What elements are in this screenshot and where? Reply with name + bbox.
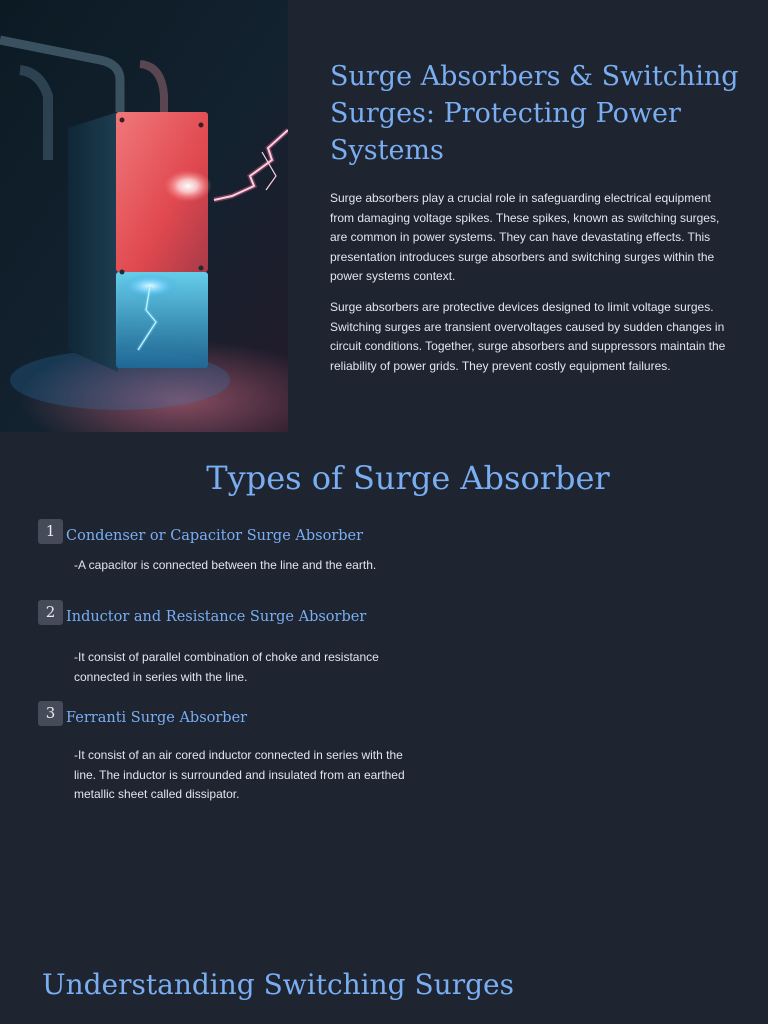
switching-section-title: Understanding Switching Surges xyxy=(42,968,514,1001)
electrical-box-lightning-illustration xyxy=(0,0,288,432)
list-item-description: -It consist of an air cored inductor con… xyxy=(74,748,405,801)
step-number-badge: 2 xyxy=(38,600,63,625)
list-item-heading: Inductor and Resistance Surge Absorber xyxy=(66,609,367,625)
hero-section: Surge Absorbers & Switching Surges: Prot… xyxy=(0,0,768,432)
list-item-description: -It consist of parallel combination of c… xyxy=(74,650,379,684)
list-item-heading: Condenser or Capacitor Surge Absorber xyxy=(66,528,364,544)
intro-paragraph: Surge absorbers play a crucial role in s… xyxy=(330,191,720,283)
step-number-badge: 3 xyxy=(38,701,63,726)
types-section-title: Types of Surge Absorber xyxy=(206,459,610,497)
step-number-badge: 1 xyxy=(38,519,63,544)
definition-paragraph: Surge absorbers are protective devices d… xyxy=(330,300,726,373)
list-item-description: -A capacitor is connected between the li… xyxy=(74,558,377,572)
list-item-heading: Ferranti Surge Absorber xyxy=(66,710,248,726)
page-title: Surge Absorbers & Switching Surges: Prot… xyxy=(330,61,739,166)
